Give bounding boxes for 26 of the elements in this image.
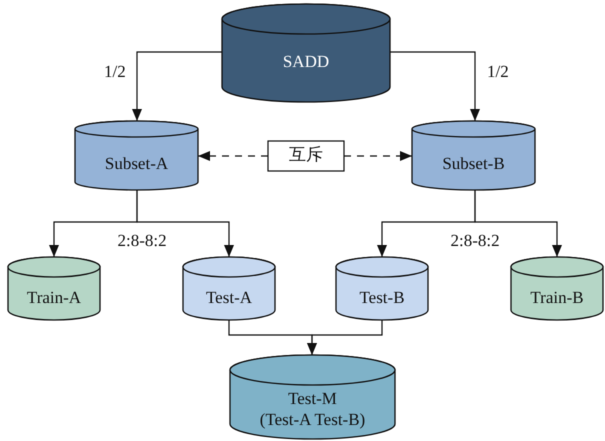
database-cylinder (412, 121, 535, 190)
arrow (390, 51, 480, 121)
node-label: Test-A (204, 288, 254, 308)
node-label: Subset-B (441, 154, 506, 174)
arrow (136, 190, 234, 257)
node-label: Test-B (358, 288, 406, 308)
database-cylinder (75, 121, 198, 190)
database-cylinder (230, 355, 395, 439)
node-label: Train-B (529, 288, 585, 308)
arrow (474, 190, 562, 257)
dashed-arrow (198, 151, 268, 161)
database-cylinder (336, 257, 428, 320)
node-label: 互斥 (288, 145, 324, 165)
node-label: Subset-A (104, 154, 170, 174)
database-cylinder (511, 257, 603, 320)
node-label: Test-M (287, 389, 338, 409)
node-label: Train-A (26, 288, 82, 308)
arrow (132, 51, 222, 121)
database-cylinder (183, 257, 275, 320)
dashed-arrow (344, 151, 412, 161)
label-box (268, 141, 344, 171)
node-label: (Test-A Test-B) (258, 410, 366, 430)
arrow (307, 320, 383, 355)
node-label: SADD (282, 52, 330, 72)
database-cylinder (8, 257, 100, 320)
database-cylinder (222, 4, 390, 102)
